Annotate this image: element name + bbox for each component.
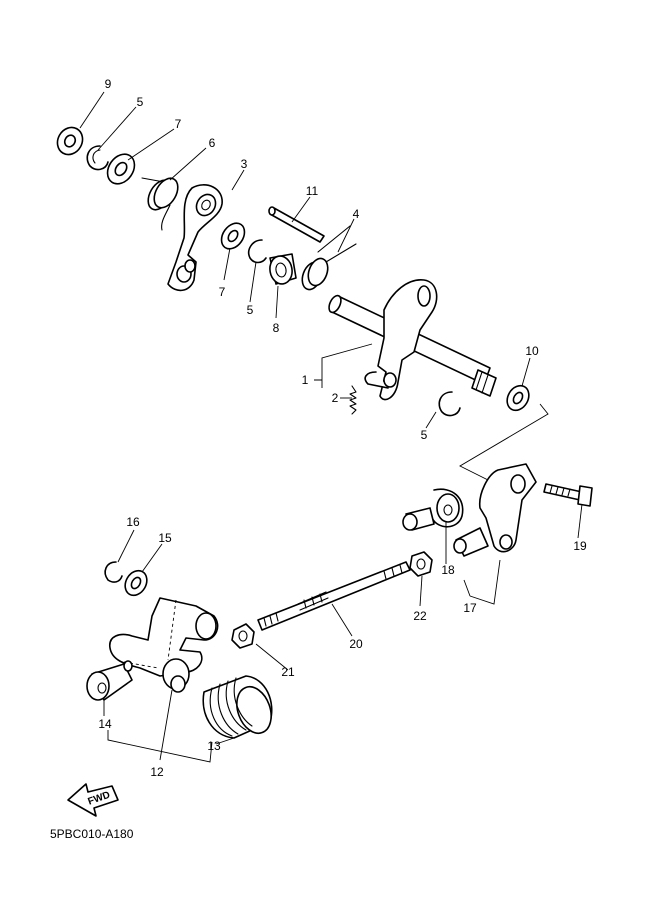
callout-7-top: 7 [175, 117, 182, 131]
part-21-nut [231, 623, 255, 649]
part-17-shift-lever [402, 463, 537, 557]
callout-3: 3 [241, 157, 248, 171]
part-19-bolt [543, 483, 593, 507]
part-7-washer-mid [220, 222, 246, 250]
callout-12: 12 [150, 765, 164, 779]
callout-6: 6 [209, 136, 216, 150]
callout-22: 22 [413, 609, 427, 623]
part-11-pin [268, 206, 325, 243]
part-20-shift-rod [257, 561, 411, 631]
part-14-pivot [86, 660, 133, 701]
part-4-torsion-spring [301, 225, 357, 291]
part-6-spring [141, 177, 179, 231]
callout-7-mid: 7 [219, 285, 226, 299]
callout-labels: 9 5 7 6 3 11 4 7 5 8 1 2 5 10 16 15 19 1… [98, 77, 587, 779]
callout-13: 13 [207, 739, 221, 753]
part-7-washer-top [106, 153, 136, 185]
part-3-shift-arm [167, 184, 223, 292]
callout-5-mid: 5 [247, 303, 254, 317]
part-5-circlip-lower [438, 391, 461, 417]
callout-2: 2 [332, 391, 339, 405]
part-8-collar [269, 253, 297, 285]
callout-1: 1 [302, 373, 309, 387]
callout-8: 8 [273, 321, 280, 335]
part-16-circlip [104, 561, 123, 583]
part-15-washer [124, 569, 148, 597]
part-22-nut [409, 551, 433, 577]
fwd-arrow-icon: FWD [67, 783, 119, 817]
callout-14: 14 [98, 717, 112, 731]
part-9-washer [56, 126, 84, 156]
callout-11: 11 [306, 184, 319, 198]
callout-18: 18 [441, 563, 455, 577]
drawing-code: 5PBC010-A180 [50, 827, 134, 841]
part-1-shift-shaft [328, 279, 497, 401]
part-2-spring [349, 385, 357, 415]
part-5-circlip-top [86, 145, 109, 171]
part-12-shift-pedal [109, 597, 219, 693]
leader-lines [79, 91, 583, 763]
callout-10: 10 [525, 344, 539, 358]
callout-19: 19 [573, 539, 587, 553]
callout-20: 20 [349, 637, 363, 651]
callout-9: 9 [105, 77, 112, 91]
callout-5-top: 5 [137, 95, 144, 109]
part-10-washer [506, 384, 530, 412]
callout-21: 21 [281, 665, 295, 679]
callout-5-lower: 5 [421, 428, 428, 442]
part-13-pedal-rubber [202, 675, 273, 739]
part-5-circlip-mid [247, 239, 267, 264]
callout-15: 15 [158, 531, 172, 545]
callout-4: 4 [353, 207, 360, 221]
callout-16: 16 [126, 515, 140, 529]
callout-17: 17 [463, 601, 477, 615]
